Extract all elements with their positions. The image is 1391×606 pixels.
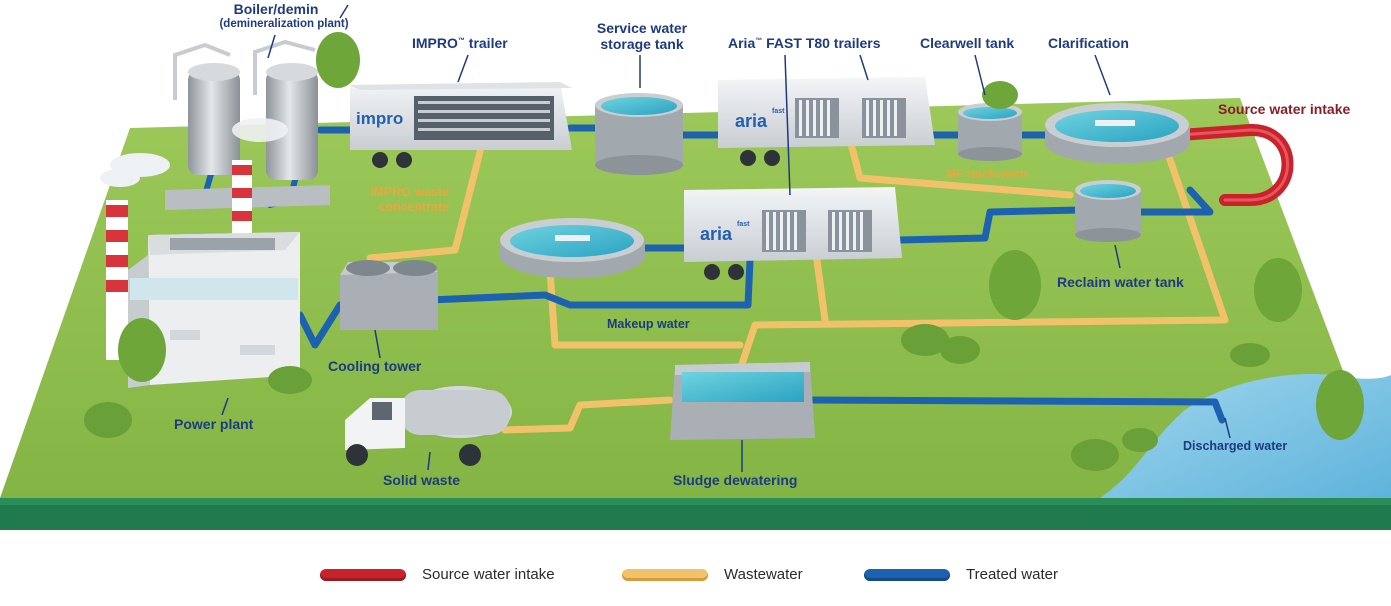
aria-logo-top: aria [735,111,768,131]
solid-waste-label: Solid waste [383,472,461,488]
clearwell-tank-label: Clearwell tank [920,35,1015,51]
sludge-dewatering [670,362,815,440]
source-water-intake-label: Source water intake [1218,101,1351,117]
legend-item-source: Source water intake [320,566,555,583]
aria-trailers-tm: ™ [755,37,763,45]
legend-item-treated: Treated water [864,566,1058,583]
service-water-tank-label: Service water storage tank [596,20,688,53]
source-intake-pipe [1174,123,1294,206]
plant-diagram [0,4,1391,530]
impro-trailer [350,82,572,168]
sludge-dewatering-label: Sludge dewatering [673,472,798,488]
legend-label-wastewater: Wastewater [724,566,803,583]
aria-logo-middle-fast: fast [737,221,750,228]
impro-trailer-label: IMPRO™ trailer [412,35,508,51]
clarifier [1045,103,1190,164]
smoke-stacks [100,153,252,360]
tanker-truck [345,386,512,466]
impro-trailer-tm: ™ [457,37,465,45]
reclaim-water-tank [1075,180,1141,242]
legend: Source water intake Wastewater Treated w… [0,566,1391,606]
leader-lines [221,4,1231,472]
clearwell-tank [958,103,1022,161]
boiler-demin-sublabel: (demineralization plant) [219,18,349,30]
aria-trailer-middle [684,187,902,280]
legend-label-treated: Treated water [966,566,1058,583]
boiler-demin-label: Boiler/demin [233,1,319,17]
makeup-water-label: Makeup water [607,317,690,331]
aria-trailers-name: Aria [728,35,756,51]
legend-swatch-treated [864,568,950,581]
legend-swatch-wastewater [622,568,708,581]
mf-backwash-label: MF backwash [946,167,1028,181]
aria-logo-top-fast: fast [772,108,785,115]
trees [84,32,1364,471]
impro-waste-label: IMPRO waste concentrate [370,185,450,214]
impro-trailer-suffix: trailer [464,35,508,51]
power-plant-label: Power plant [174,416,254,432]
legend-swatch-source [320,568,406,581]
clarification-label: Clarification [1048,35,1129,51]
service-water-tank [595,93,683,175]
legend-label-source: Source water intake [422,566,555,583]
cooling-tower [340,260,438,330]
aria-logo-middle: aria [700,224,733,244]
cooling-tower-label: Cooling tower [328,358,422,374]
legend-item-wastewater: Wastewater [622,566,803,583]
aria-trailers-label: Aria™ FAST T80 trailers [728,35,881,51]
aria-trailers-suffix: FAST T80 trailers [762,35,881,51]
impro-trailer-name: IMPRO [412,35,458,51]
impro-logo: impro [356,109,404,128]
middle-clarifier [500,218,645,279]
power-plant-building [128,232,300,388]
boiler-demin-plant [165,39,330,210]
discharged-water-label: Discharged water [1183,439,1288,453]
aria-trailer-top [718,77,935,166]
reclaim-water-tank-label: Reclaim water tank [1057,274,1184,290]
